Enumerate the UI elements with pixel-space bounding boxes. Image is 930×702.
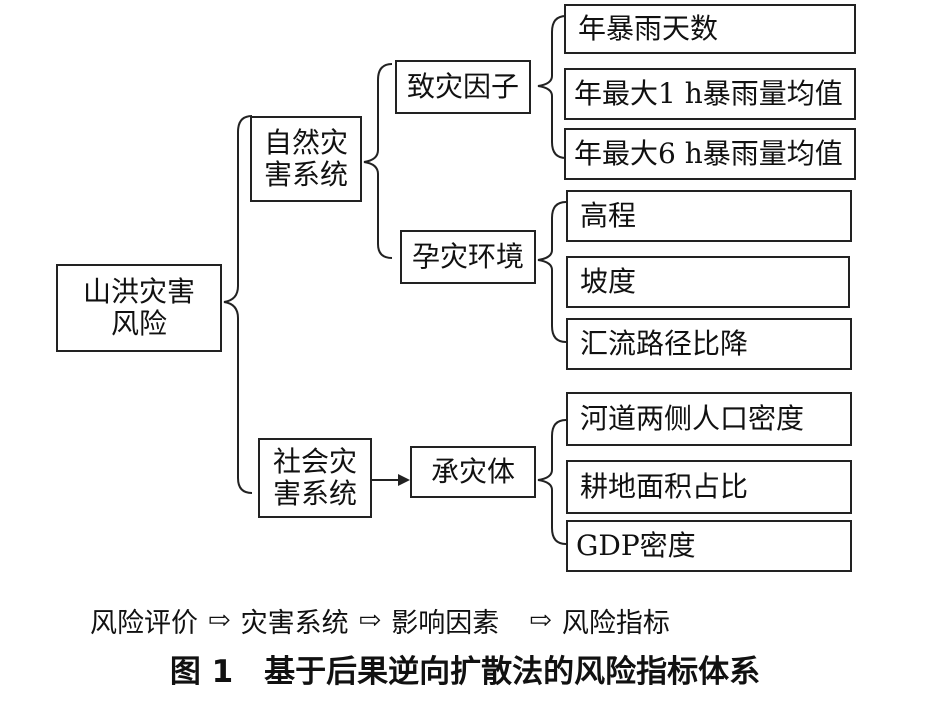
- social-system-box: 社会灾 害系统: [258, 438, 372, 518]
- legend-item: 灾害系统: [240, 607, 349, 639]
- figure-caption: 图 1 基于后果逆向扩散法的风险指标体系: [169, 654, 761, 690]
- indicator-label: GDP密度: [576, 529, 696, 562]
- natural-system-box: 自然灾 害系统: [250, 116, 362, 202]
- bracket-environment: [537, 201, 567, 343]
- indicator-label: 年最大6 h暴雨量均值: [574, 137, 843, 170]
- bracket-root: [223, 115, 253, 494]
- indicator-box: 耕地面积占比: [566, 460, 852, 514]
- indicator-label: 年最大1 h暴雨量均值: [574, 77, 843, 110]
- right-arrow-icon: ⇨: [529, 604, 552, 636]
- bracket-hazard: [537, 15, 567, 159]
- indicator-box: GDP密度: [566, 520, 852, 572]
- indicator-box: 汇流路径比降: [566, 318, 852, 370]
- indicator-box: 高程: [566, 190, 852, 242]
- indicator-label: 耕地面积占比: [580, 470, 749, 503]
- indicator-label: 坡度: [580, 265, 637, 298]
- indicator-label: 高程: [580, 199, 637, 232]
- factor-box-hazard: 致灾因子: [395, 60, 531, 114]
- right-arrow-icon: ⇨: [208, 604, 231, 636]
- bracket-natural: [363, 63, 393, 259]
- indicator-box: 坡度: [566, 256, 850, 308]
- indicator-label: 河道两侧人口密度: [580, 402, 805, 435]
- legend-item: 风险指标: [561, 607, 670, 639]
- factor-label-hazard: 致灾因子: [406, 70, 519, 103]
- legend: 风险评价 ⇨ 灾害系统 ⇨ 影响因素 ⇨ 风险指标: [90, 600, 670, 640]
- root-box: 山洪灾害 风险: [56, 264, 222, 352]
- factor-label-exposure: 承灾体: [430, 455, 515, 488]
- natural-system-label: 自然灾 害系统: [263, 126, 348, 191]
- indicator-box: 河道两侧人口密度: [566, 392, 852, 446]
- factor-box-environment: 孕灾环境: [400, 230, 536, 284]
- indicator-box: 年最大1 h暴雨量均值: [564, 68, 856, 120]
- indicator-box: 年暴雨天数: [564, 4, 856, 54]
- root-label: 山洪灾害 风险: [82, 275, 195, 340]
- bracket-exposure: [537, 419, 567, 545]
- legend-item: 风险评价: [90, 607, 198, 639]
- legend-item: 影响因素: [391, 607, 500, 639]
- right-arrow-icon: ⇨: [358, 604, 382, 636]
- factor-label-environment: 孕灾环境: [411, 240, 524, 273]
- factor-box-exposure: 承灾体: [410, 446, 536, 498]
- arrow-head-social: [398, 474, 410, 486]
- indicator-label: 汇流路径比降: [580, 327, 749, 360]
- social-system-label: 社会灾 害系统: [272, 445, 357, 510]
- indicator-box: 年最大6 h暴雨量均值: [564, 128, 856, 180]
- indicator-label: 年暴雨天数: [578, 12, 719, 45]
